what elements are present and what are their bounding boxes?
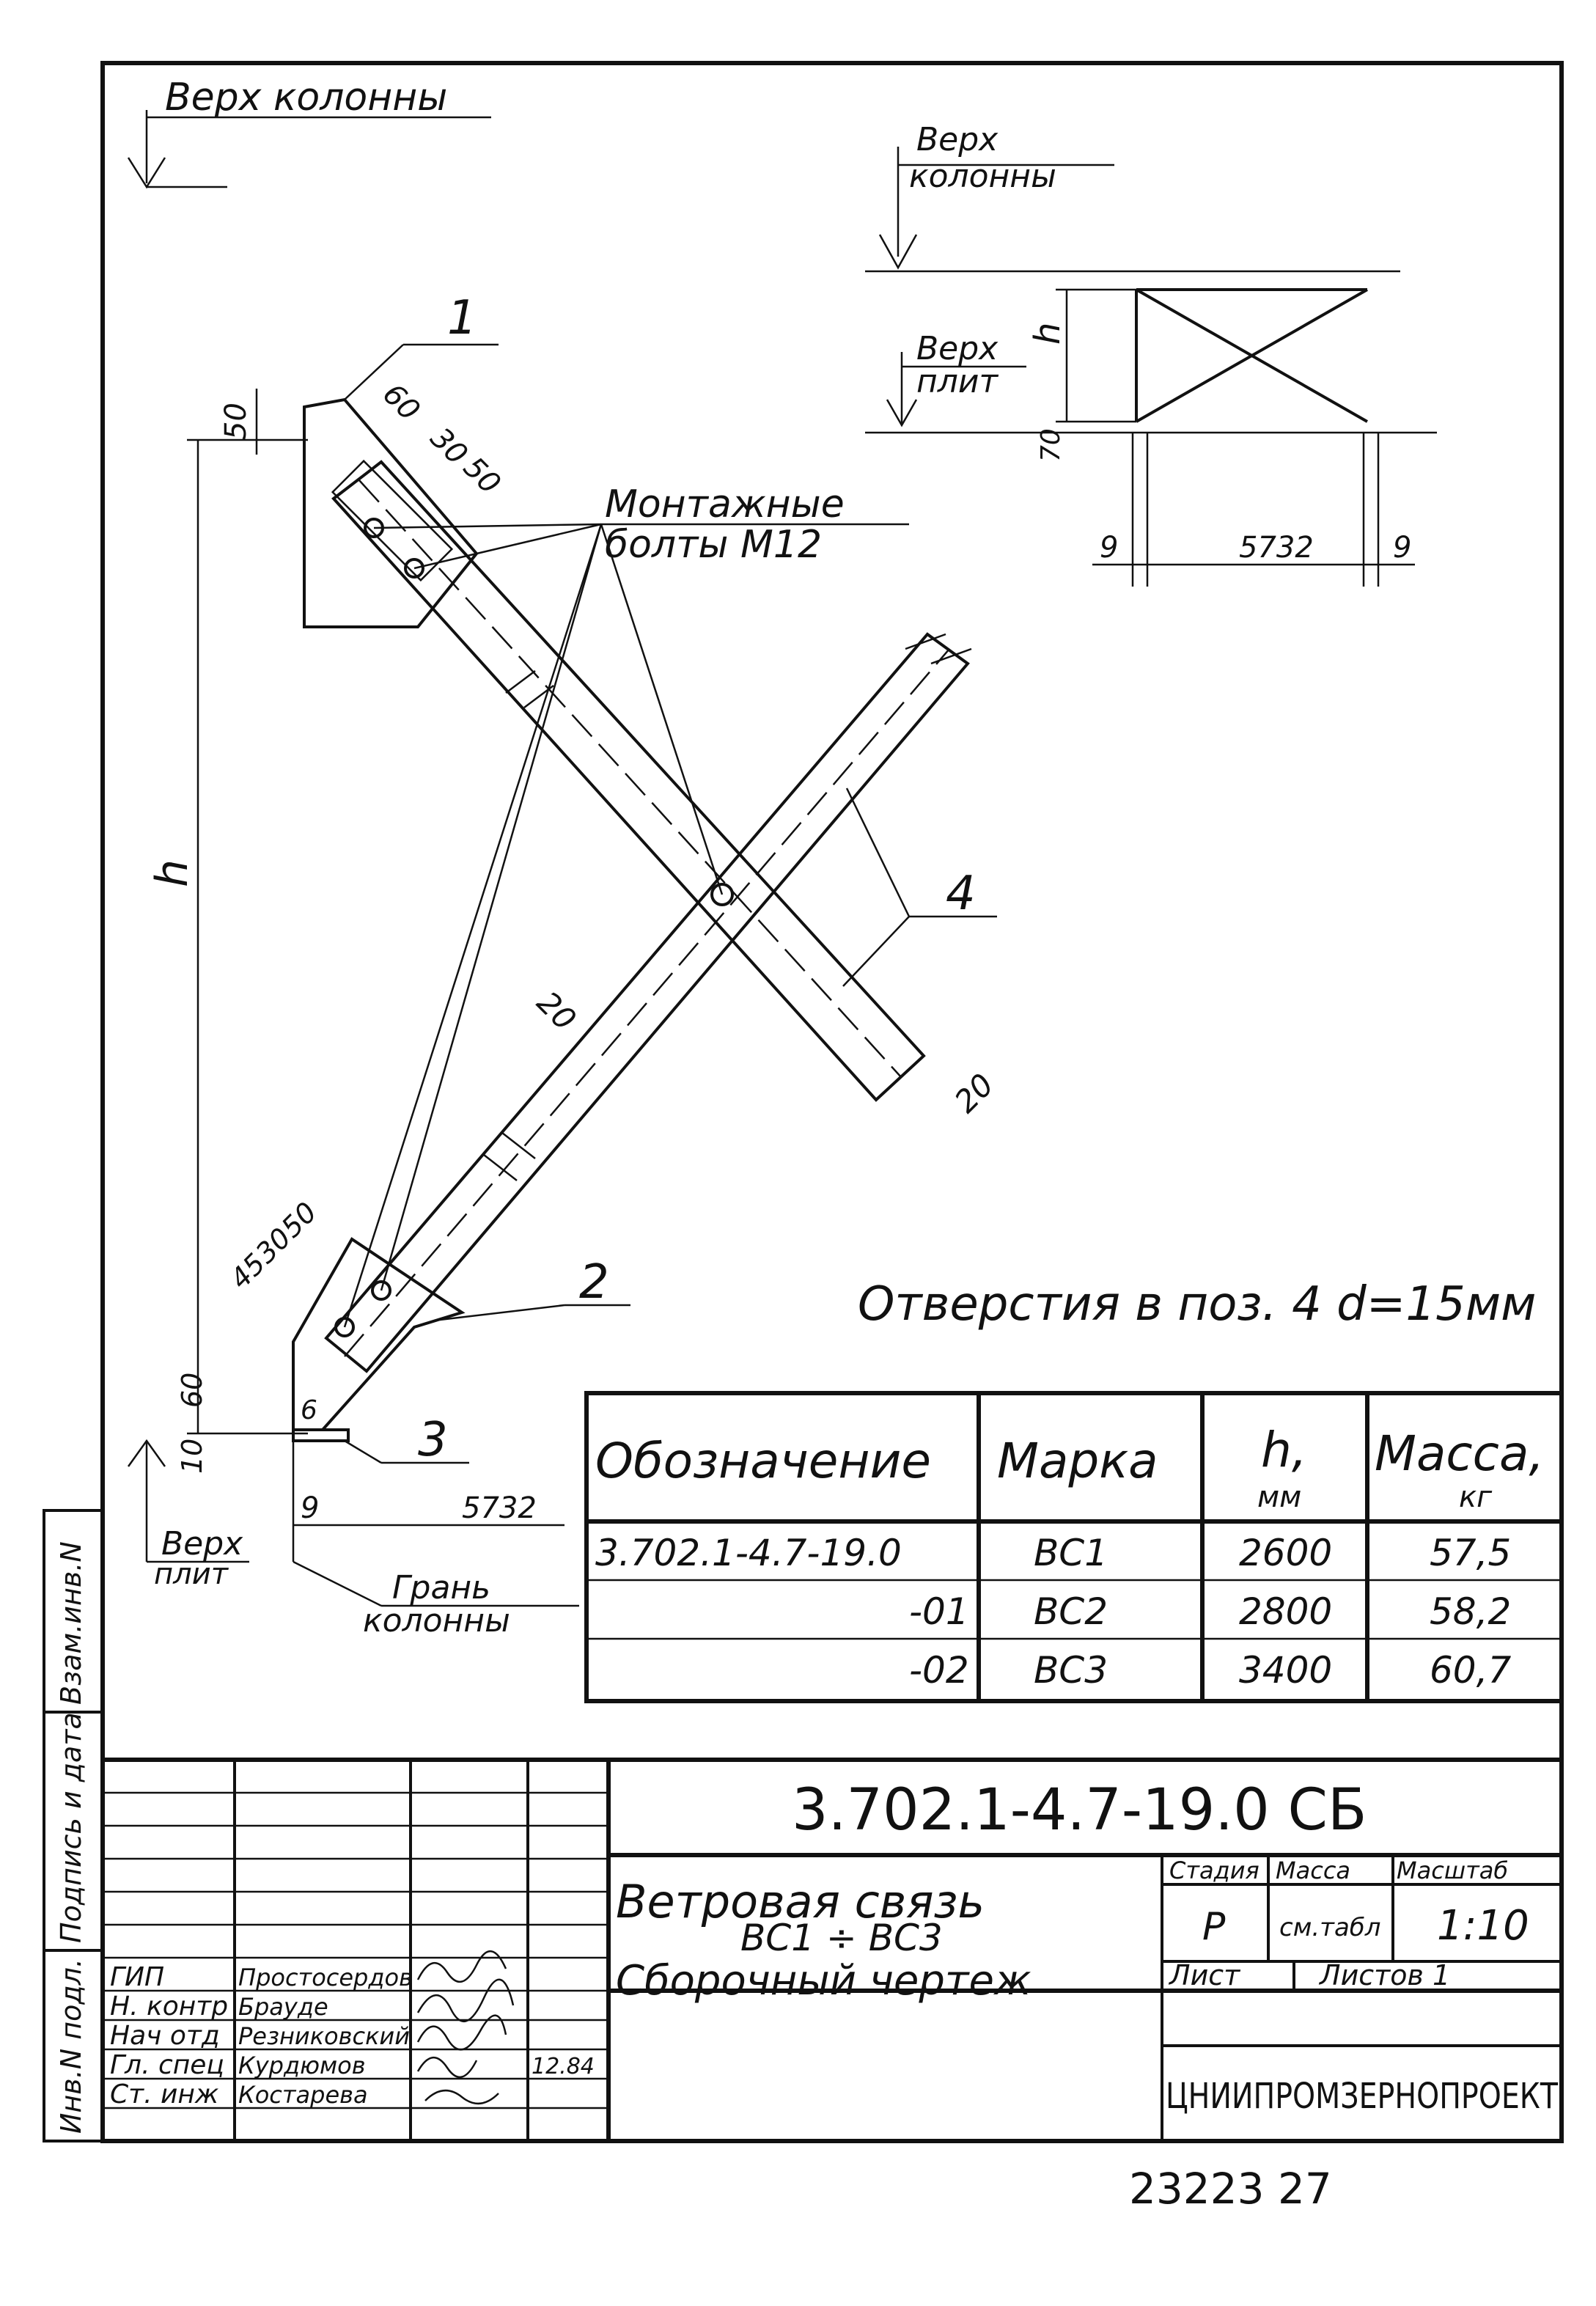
scale-label: Масштаб bbox=[1397, 1857, 1508, 1884]
signer-role: Нач отд bbox=[110, 2021, 220, 2051]
side-field-inv: Инв.N подл. bbox=[55, 1958, 87, 2134]
spec-row-h: 2600 bbox=[1239, 1532, 1332, 1574]
scheme-top-slab-label-2: плит bbox=[916, 363, 999, 400]
spec-row-mass: 60,7 bbox=[1430, 1649, 1512, 1692]
spec-row-designation: -02 bbox=[909, 1649, 969, 1692]
spec-row-h: 3400 bbox=[1239, 1649, 1332, 1692]
signer-name: Костарева bbox=[238, 2081, 368, 2109]
spec-row-h: 2800 bbox=[1239, 1590, 1332, 1633]
doc-code: 3.702.1-4.7-19.0 СБ bbox=[792, 1777, 1367, 1843]
dim-6: 6 bbox=[301, 1395, 317, 1425]
position-2-label: 2 bbox=[579, 1255, 609, 1310]
signer-role: Гл. спец bbox=[110, 2050, 224, 2080]
sheet-frame bbox=[100, 61, 1564, 2143]
side-field-sign: Подпись и дата bbox=[55, 1712, 87, 1943]
spec-header-designation: Обозначение bbox=[595, 1433, 931, 1489]
signer-role: ГИП bbox=[110, 1962, 164, 1992]
dim-60: 60 bbox=[376, 378, 427, 428]
title-line-2: ВС1 ÷ ВС3 bbox=[740, 1917, 943, 1959]
dim-10: 10 bbox=[176, 1439, 208, 1474]
spec-header-h-unit: мм bbox=[1257, 1480, 1301, 1514]
spec-header-mass: Масса, bbox=[1375, 1425, 1544, 1482]
dim-20-b: 20 bbox=[947, 1067, 1000, 1120]
top-of-slab-label-2: плит bbox=[154, 1557, 229, 1591]
top-of-column-label: Верх колонны bbox=[165, 76, 447, 120]
dim-60b: 60 bbox=[176, 1373, 208, 1408]
scheme-top-column-label-1: Верх bbox=[916, 121, 999, 158]
signer-role: Ст. инж bbox=[110, 2079, 219, 2109]
holes-note: Отверстия в поз. 4 d=15мм bbox=[858, 1277, 1536, 1332]
title-line-1: Ветровая связь bbox=[616, 1875, 985, 1928]
footer-number: 23223 27 bbox=[1129, 2164, 1332, 2214]
spec-header-mass-unit: кг bbox=[1459, 1480, 1493, 1514]
signer-name: Простосердов bbox=[238, 1964, 413, 1991]
scale-value: 1:10 bbox=[1437, 1902, 1529, 1950]
spec-header-h: h, bbox=[1261, 1422, 1307, 1478]
spec-row-designation: 3.702.1-4.7-19.0 bbox=[595, 1532, 902, 1574]
signatures bbox=[416, 1950, 515, 2104]
mass-label: Масса bbox=[1276, 1857, 1350, 1884]
side-field-replace: Взам.инв.N bbox=[55, 1541, 87, 1705]
top-of-slab-label-1: Верх bbox=[161, 1525, 243, 1563]
dim-20-a: 20 bbox=[530, 984, 583, 1037]
sheets-label: Листов 1 bbox=[1318, 1959, 1450, 1991]
title-line-3: Сборочный чертеж bbox=[616, 1957, 1031, 2005]
spec-row-designation: -01 bbox=[909, 1590, 969, 1633]
sign-date: 12.84 bbox=[532, 2054, 595, 2079]
sheet-label: Лист bbox=[1168, 1959, 1241, 1991]
spec-header-mark: Марка bbox=[997, 1433, 1158, 1489]
scheme-dim-9b: 9 bbox=[1393, 531, 1411, 565]
organization: ЦНИИПРОМЗЕРНОПРОЕКТ bbox=[1166, 2076, 1559, 2117]
stage-label: Стадия bbox=[1169, 1857, 1259, 1884]
dim-9: 9 bbox=[301, 1491, 319, 1525]
dim-h: h bbox=[147, 859, 198, 887]
column-face-label-1: Грань bbox=[392, 1569, 490, 1607]
scheme-view: Верх колонны Верх плит h 70 9 5732 9 bbox=[865, 121, 1437, 587]
signer-name: Резниковский bbox=[238, 2022, 410, 2050]
spec-row-mark: ВС1 bbox=[1034, 1532, 1108, 1574]
signer-name: Курдюмов bbox=[238, 2052, 366, 2079]
scheme-top-column-label-2: колонны bbox=[909, 158, 1056, 195]
scheme-dim-70: 70 bbox=[1036, 428, 1066, 462]
mounting-bolts-label-1: Монтажные bbox=[605, 482, 845, 526]
position-3-label: 3 bbox=[418, 1413, 448, 1467]
spec-row-mark: ВС2 bbox=[1034, 1590, 1108, 1633]
dim-50-top: 50 bbox=[219, 403, 253, 440]
signer-role: Н. контр bbox=[110, 1991, 228, 2022]
scheme-dim-h: h bbox=[1027, 323, 1068, 345]
title-block: ГИП Простосердов Н. контр Брауде Нач отд… bbox=[103, 1758, 1562, 2141]
spec-row-mass: 57,5 bbox=[1430, 1532, 1511, 1574]
spec-row-mark: ВС3 bbox=[1034, 1649, 1108, 1692]
spec-table: Обозначение Марка h, мм Масса, кг 3.702.… bbox=[584, 1391, 1564, 1703]
scheme-dim-9a: 9 bbox=[1100, 531, 1118, 565]
spec-row-mass: 58,2 bbox=[1430, 1590, 1511, 1633]
stage-value: Р bbox=[1202, 1905, 1226, 1949]
mass-value: см.табл bbox=[1279, 1913, 1381, 1942]
column-face-label-2: колонны bbox=[363, 1602, 510, 1639]
position-1-label: 1 bbox=[447, 291, 477, 345]
mounting-bolts-label-2: болты М12 bbox=[605, 523, 822, 567]
scheme-dim-5732: 5732 bbox=[1239, 531, 1314, 565]
scheme-top-slab-label-1: Верх bbox=[916, 330, 999, 367]
position-4-label: 4 bbox=[946, 867, 976, 921]
main-view: Верх колонны Монтажные болты М12 bbox=[127, 76, 1001, 1639]
dim-5732: 5732 bbox=[462, 1491, 537, 1525]
dim-50b: 50 bbox=[457, 451, 507, 502]
signer-name: Брауде bbox=[238, 1993, 328, 2021]
side-strip: Инв.N подл. Подпись и дата Взам.инв.N bbox=[43, 1509, 104, 2142]
